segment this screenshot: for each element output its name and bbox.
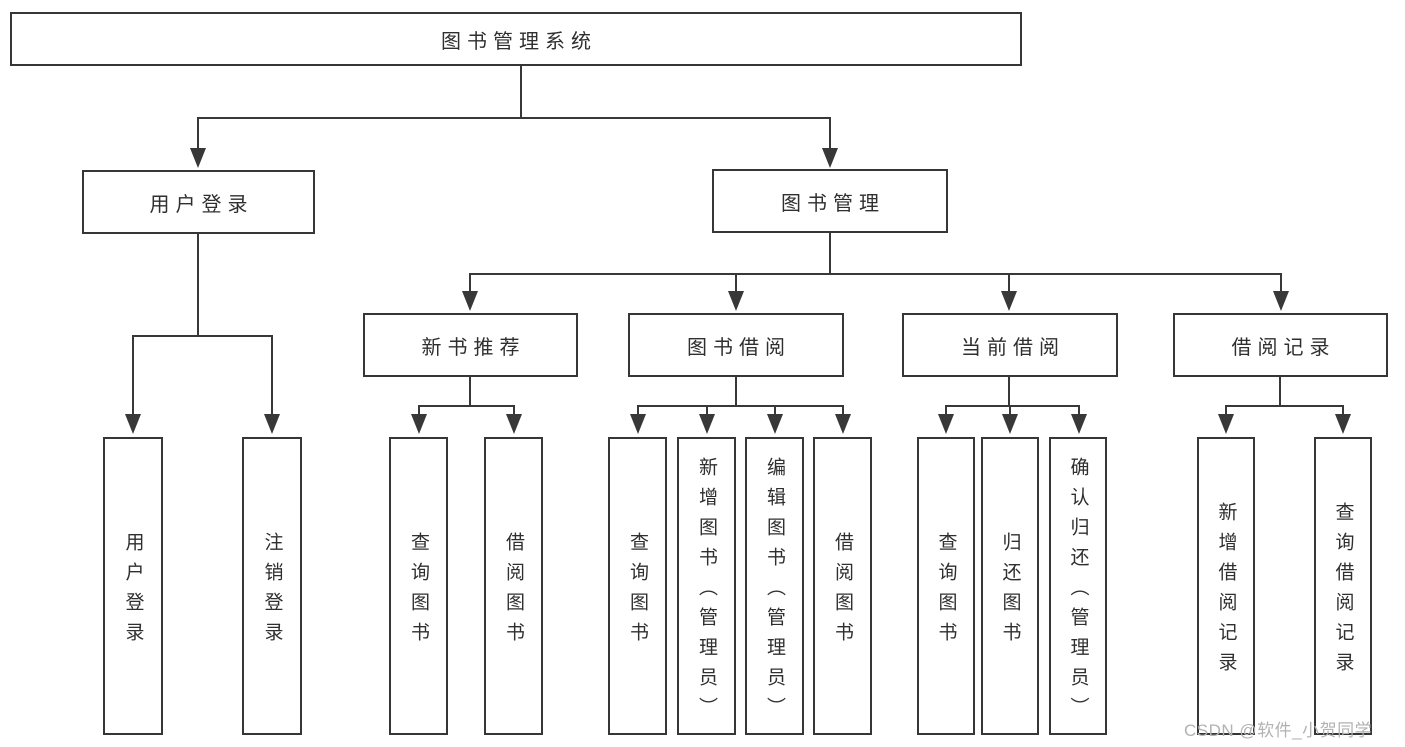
arrow-down-icon: [506, 414, 522, 434]
node-label: 查询图书: [935, 531, 957, 652]
connector-root-stem: [520, 66, 522, 118]
arrow-down-icon: [938, 414, 954, 434]
connector-book-mgmt-drop-2: [735, 273, 737, 293]
arrow-down-icon: [699, 414, 715, 434]
node-leaf-records-query-record: 查询借阅记录: [1314, 437, 1372, 735]
connector-user-login-drop-2: [271, 335, 273, 416]
connector-current-borrow-drop-3: [1078, 405, 1080, 417]
arrow-down-icon: [822, 148, 838, 168]
arrow-down-icon: [728, 291, 744, 311]
node-leaf-recommend-borrow-book: 借阅图书: [484, 437, 543, 735]
connector-book-borrow-rail: [637, 405, 844, 407]
node-current-borrow: 当前借阅: [902, 313, 1118, 377]
node-label: 用户登录: [122, 531, 144, 652]
arrow-down-icon: [1071, 414, 1087, 434]
node-label: 图书管理系统: [441, 30, 597, 53]
arrow-down-icon: [1335, 414, 1351, 434]
node-label: 查询借阅记录: [1332, 501, 1354, 682]
node-label: 当前借阅: [961, 336, 1065, 359]
connector-user-login-drop-1: [132, 335, 134, 416]
connector-book-borrow-drop-1: [637, 405, 639, 417]
node-book-management: 图书管理: [712, 169, 948, 233]
connector-new-book-stem: [469, 377, 471, 407]
node-label: 借阅记录: [1231, 336, 1336, 359]
connector-current-borrow-drop-2: [1009, 405, 1011, 417]
connector-user-login-rail: [132, 335, 273, 337]
node-leaf-user-login: 用户登录: [103, 437, 163, 735]
node-label: 图书管理: [781, 192, 885, 215]
connector-user-login-stem: [197, 233, 199, 337]
connector-root-rail: [197, 117, 831, 119]
arrow-down-icon: [462, 291, 478, 311]
connector-records-stem: [1279, 377, 1281, 407]
node-borrow-records: 借阅记录: [1173, 313, 1388, 377]
node-label: 用户登录: [149, 193, 254, 216]
arrow-down-icon: [835, 414, 851, 434]
connector-current-borrow-drop-1: [945, 405, 947, 417]
node-leaf-borrow-edit-book-admin: 编辑图书（管理员）: [745, 437, 804, 735]
arrow-down-icon: [767, 414, 783, 434]
node-leaf-records-add-record: 新增借阅记录: [1197, 437, 1255, 735]
arrow-down-icon: [1218, 414, 1234, 434]
node-leaf-borrow-borrow-book: 借阅图书: [813, 437, 872, 735]
node-new-book-recommend: 新书推荐: [363, 313, 578, 377]
node-leaf-borrow-query-book: 查询图书: [608, 437, 667, 735]
connector-book-borrow-drop-2: [706, 405, 708, 417]
connector-book-mgmt-stem: [829, 233, 831, 275]
connector-new-book-drop-1: [418, 405, 420, 417]
node-label: 借阅图书: [832, 531, 853, 652]
connector-root-drop-left: [197, 117, 199, 150]
arrow-down-icon: [411, 414, 427, 434]
node-leaf-borrow-add-book-admin: 新增图书（管理员）: [677, 437, 736, 735]
node-leaf-recommend-query-book: 查询图书: [389, 437, 448, 735]
arrow-down-icon: [125, 414, 141, 434]
arrow-down-icon: [190, 148, 206, 168]
arrow-down-icon: [1273, 291, 1289, 311]
node-label: 新增图书（管理员）: [696, 456, 717, 727]
node-label: 查询图书: [627, 531, 648, 652]
node-label: 确认归还（管理员）: [1067, 456, 1089, 727]
node-label: 归还图书: [999, 531, 1021, 652]
watermark: CSDN @软件_小贺同学: [1184, 721, 1373, 740]
connector-current-borrow-rail: [945, 405, 1080, 407]
node-leaf-logout: 注销登录: [242, 437, 302, 735]
connector-records-rail: [1225, 405, 1344, 407]
connector-book-mgmt-drop-4: [1280, 273, 1282, 293]
node-label: 新增借阅记录: [1215, 501, 1237, 682]
connector-root-drop-right: [829, 117, 831, 150]
node-label: 借阅图书: [503, 531, 524, 652]
connector-book-borrow-drop-3: [774, 405, 776, 417]
node-label: 查询图书: [408, 531, 429, 652]
arrow-down-icon: [264, 414, 280, 434]
connector-records-drop-2: [1342, 405, 1344, 417]
node-user-login-group: 用户登录: [82, 170, 315, 234]
arrow-down-icon: [630, 414, 646, 434]
arrow-down-icon: [1001, 291, 1017, 311]
connector-book-borrow-stem: [735, 377, 737, 407]
connector-book-mgmt-rail: [469, 273, 1282, 275]
node-leaf-current-query-book: 查询图书: [917, 437, 975, 735]
node-label: 注销登录: [261, 531, 283, 652]
connector-new-book-drop-2: [513, 405, 515, 417]
node-book-borrow: 图书借阅: [628, 313, 844, 377]
connector-book-mgmt-drop-3: [1008, 273, 1010, 293]
connector-records-drop-1: [1225, 405, 1227, 417]
node-label: 新书推荐: [421, 336, 526, 359]
node-label: 图书借阅: [687, 336, 791, 359]
node-leaf-current-confirm-return-admin: 确认归还（管理员）: [1049, 437, 1107, 735]
arrow-down-icon: [1002, 414, 1018, 434]
node-library-management-system: 图书管理系统: [10, 12, 1022, 66]
connector-book-mgmt-drop-1: [469, 273, 471, 293]
connector-new-book-rail: [418, 405, 515, 407]
node-label: 编辑图书（管理员）: [764, 456, 785, 727]
node-leaf-current-return-book: 归还图书: [981, 437, 1039, 735]
connector-book-borrow-drop-4: [842, 405, 844, 417]
connector-current-borrow-stem: [1008, 377, 1010, 407]
